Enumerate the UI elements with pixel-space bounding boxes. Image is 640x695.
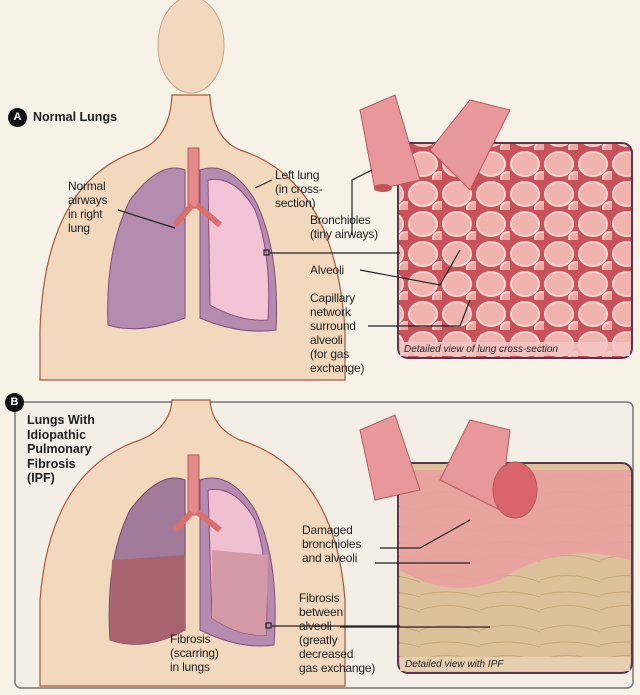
label-damaged-bronchioles: Damaged bronchioles and alveoli [302,523,362,565]
panel-a-title: Normal Lungs [33,110,118,124]
detail-view-a [359,94,633,359]
label-capillary-network: Capillary network surround alveoli (for … [310,291,365,375]
label-bronchioles: Bronchioles (tiny airways) [310,213,378,241]
label-alveoli: Alveoli [310,263,344,277]
detail-caption-a: Detailed view of lung cross-section [404,344,558,355]
leader-lines-a [117,169,471,327]
panel-a-badge: A [8,108,27,127]
detail-view-b [359,414,633,674]
detail-caption-b: Detailed view with IPF [405,659,504,670]
panel-b-badge: B [5,393,24,412]
leader-lines-b [265,519,490,629]
label-normal-airways: Normal airways in right lung [68,179,108,235]
lungs-a [107,147,278,332]
label-fibrosis-between-alveoli: Fibrosis between alveoli (greatly decrea… [299,591,376,675]
lungs-b [108,454,276,647]
label-left-lung: Left lung (in cross- section) [275,168,323,210]
label-fibrosis-scarring: Fibrosis (scarring) in lungs [170,632,219,674]
panel-b-title: Lungs With Idiopathic Pulmonary Fibrosis… [27,413,95,485]
